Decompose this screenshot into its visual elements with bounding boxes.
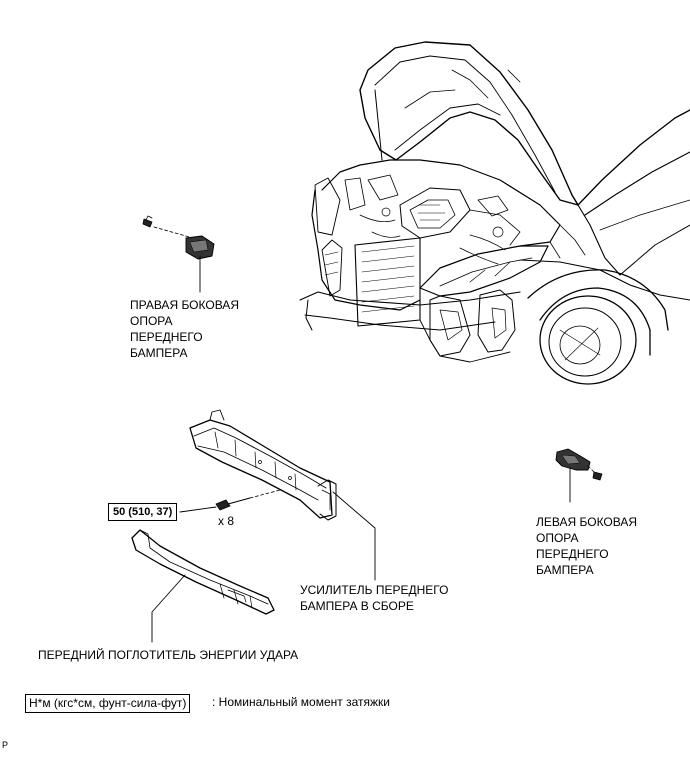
left-side-support-part <box>555 448 603 503</box>
left-support-label-line: ОПОРА <box>536 531 579 545</box>
left-support-label-line: ЛЕВАЯ БОКОВАЯ <box>536 515 638 529</box>
left-support-label-line: БАМПЕРА <box>536 563 594 577</box>
torque-unit-legend-box: Н*м (кгс*см, фунт-сила-фут) <box>25 694 191 713</box>
bolt-fastener <box>179 489 281 513</box>
torque-spec-box: 50 (510, 37) <box>108 503 178 521</box>
left-support-label-line: ПЕРЕДНЕГО <box>536 547 609 561</box>
corner-mark: P <box>2 740 9 750</box>
energy-absorber-part <box>131 529 275 643</box>
reinforcement-label-line: БАМПЕРА В СБОРЕ <box>300 599 414 613</box>
car-illustration <box>299 41 690 385</box>
right-side-support-part <box>142 215 215 293</box>
bumper-reinforcement-part <box>189 409 376 581</box>
right-support-label-line: ПЕРЕДНЕГО <box>130 330 203 344</box>
right-support-label-line: БАМПЕРА <box>130 346 188 360</box>
bolt-quantity: x 8 <box>218 514 235 528</box>
reinforcement-label: УСИЛИТЕЛЬ ПЕРЕДНЕГО БАМПЕРА В СБОРЕ <box>300 582 448 614</box>
right-support-label: ПРАВАЯ БОКОВАЯ ОПОРА ПЕРЕДНЕГО БАМПЕРА <box>130 297 239 361</box>
reinforcement-label-line: УСИЛИТЕЛЬ ПЕРЕДНЕГО <box>300 583 449 597</box>
absorber-label: ПЕРЕДНИЙ ПОГЛОТИТЕЛЬ ЭНЕРГИИ УДАРА <box>38 648 299 662</box>
torque-legend-description: : Номинальный момент затяжки <box>212 695 390 709</box>
left-support-label: ЛЕВАЯ БОКОВАЯ ОПОРА ПЕРЕДНЕГО БАМПЕРА <box>536 514 637 578</box>
right-support-label-line: ПРАВАЯ БОКОВАЯ <box>130 298 239 312</box>
right-support-label-line: ОПОРА <box>130 314 173 328</box>
